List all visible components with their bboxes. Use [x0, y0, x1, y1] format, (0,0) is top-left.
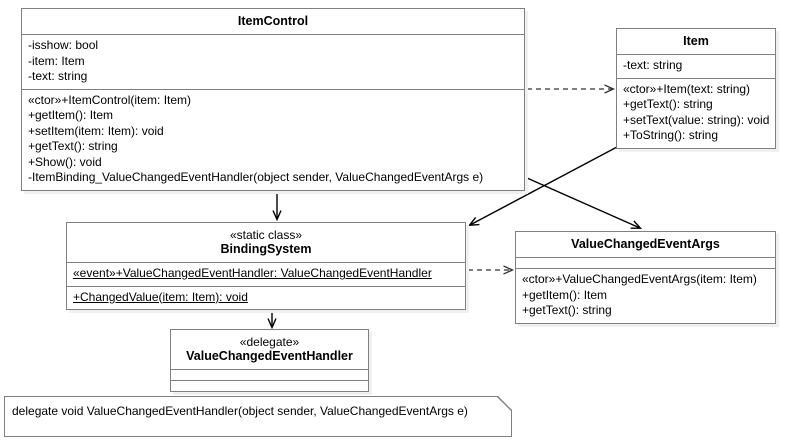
- note-delegate-signature[interactable]: delegate void ValueChangedEventHandler(o…: [4, 396, 512, 437]
- class-node-item[interactable]: Item -text: string «ctor»+Item(text: str…: [616, 28, 776, 149]
- operation: +ToString(): string: [623, 128, 719, 142]
- class-operations-item: «ctor»+Item(text: string) +getText(): st…: [617, 77, 775, 148]
- class-node-bindingsystem[interactable]: «static class» BindingSystem «event»+Val…: [66, 222, 466, 310]
- attribute: -text: string: [28, 69, 88, 83]
- class-attributes-bindingsystem: «event»+ValueChangedEventHandler: ValueC…: [67, 262, 465, 286]
- class-name-valuechangedeventhandler: ValueChangedEventHandler: [186, 349, 353, 363]
- operation: +setItem(item: Item): void: [28, 123, 164, 138]
- note-text: delegate void ValueChangedEventHandler(o…: [12, 404, 468, 418]
- operation: +getText(): string: [522, 303, 612, 317]
- class-attributes-valuechangedeventargs: [516, 257, 775, 268]
- operation: +ChangedValue(item: Item): void: [73, 289, 248, 304]
- class-stereotype-static: «static class»: [229, 228, 303, 242]
- class-operations-bindingsystem: +ChangedValue(item: Item): void: [67, 285, 465, 310]
- class-operations-itemcontrol: «ctor»+ItemControl(item: Item) +getItem(…: [22, 88, 524, 190]
- operation: +setText(value: string): void: [623, 112, 770, 127]
- attribute: -text: string: [623, 58, 683, 72]
- attribute: «event»+ValueChangedEventHandler: ValueC…: [73, 266, 432, 280]
- operation: «ctor»+Item(text: string): [623, 81, 751, 96]
- class-operations-valuechangedeventhandler: [171, 380, 368, 391]
- class-name-bindingsystem: BindingSystem: [220, 242, 312, 256]
- attribute: -item: Item: [28, 53, 85, 68]
- note-body: [4, 396, 512, 437]
- operation: +getText(): string: [623, 97, 713, 111]
- class-attributes-itemcontrol: -isshow: bool -item: Item -text: string: [22, 34, 524, 89]
- note-fold-icon: [497, 396, 512, 411]
- class-stereotype-delegate: «delegate»: [239, 335, 300, 349]
- edge-itemcontrol-to-valuechangedeventargs: [526, 177, 643, 229]
- class-title-bindingsystem: «static class» BindingSystem: [67, 223, 465, 262]
- class-node-valuechangedeventargs[interactable]: ValueChangedEventArgs «ctor»+ValueChange…: [515, 231, 776, 324]
- class-attributes-item: -text: string: [617, 54, 775, 78]
- operation: «ctor»+ItemControl(item: Item): [28, 92, 192, 107]
- class-title-valuechangedeventhandler: «delegate» ValueChangedEventHandler: [171, 330, 368, 369]
- class-title-itemcontrol: ItemControl: [237, 14, 309, 28]
- class-title-valuechangedeventargs: ValueChangedEventArgs: [571, 237, 720, 251]
- class-title-item: Item: [683, 34, 709, 48]
- operation: «ctor»+ValueChangedEventArgs(item: Item): [522, 272, 757, 286]
- operation: -ItemBinding_ValueChangedEventHandler(ob…: [28, 170, 484, 184]
- operation: +getItem(): Item: [28, 108, 114, 122]
- class-node-itemcontrol[interactable]: ItemControl -isshow: bool -item: Item -t…: [21, 8, 525, 191]
- class-node-valuechangedeventhandler[interactable]: «delegate» ValueChangedEventHandler: [170, 329, 369, 392]
- operation: +Show(): void: [28, 154, 102, 169]
- class-operations-valuechangedeventargs: «ctor»+ValueChangedEventArgs(item: Item)…: [516, 268, 775, 323]
- class-attributes-valuechangedeventhandler: [171, 369, 368, 380]
- operation: +getText(): string: [28, 139, 118, 153]
- operation: +getItem(): Item: [522, 287, 608, 302]
- attribute: -isshow: bool: [28, 38, 99, 52]
